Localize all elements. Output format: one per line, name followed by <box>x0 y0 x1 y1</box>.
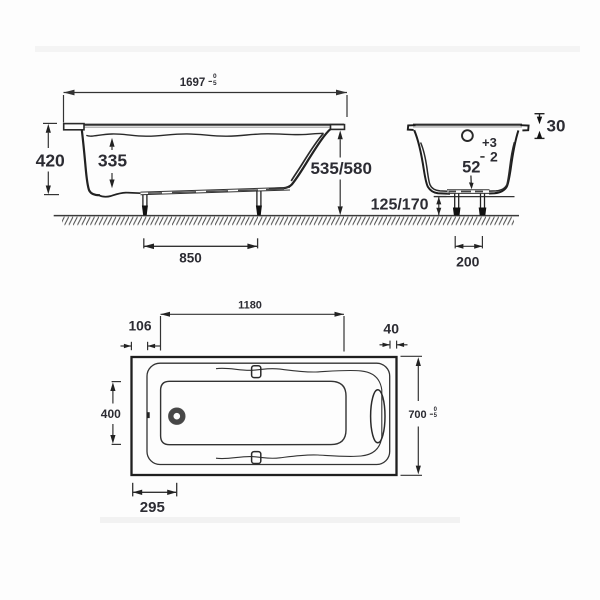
svg-text:30: 30 <box>547 117 566 136</box>
svg-text:295: 295 <box>140 499 165 516</box>
svg-text:5: 5 <box>434 413 438 419</box>
svg-text:5: 5 <box>213 80 217 87</box>
svg-text:106: 106 <box>128 318 151 333</box>
svg-text:700: 700 <box>408 409 426 421</box>
svg-text:1697: 1697 <box>180 77 206 89</box>
svg-text:1180: 1180 <box>238 299 262 311</box>
svg-text:535/580: 535/580 <box>310 159 371 178</box>
svg-text:0: 0 <box>213 73 217 80</box>
svg-text:335: 335 <box>98 151 127 171</box>
svg-text:52: 52 <box>462 158 480 176</box>
svg-text:125/170: 125/170 <box>371 196 429 213</box>
svg-text:200: 200 <box>456 253 480 269</box>
svg-text:+3: +3 <box>482 135 497 150</box>
svg-text:2: 2 <box>490 149 498 165</box>
svg-text:40: 40 <box>383 321 399 337</box>
svg-text:0: 0 <box>434 407 438 413</box>
svg-text:850: 850 <box>179 250 202 265</box>
svg-text:400: 400 <box>101 407 121 421</box>
svg-text:420: 420 <box>36 151 65 171</box>
